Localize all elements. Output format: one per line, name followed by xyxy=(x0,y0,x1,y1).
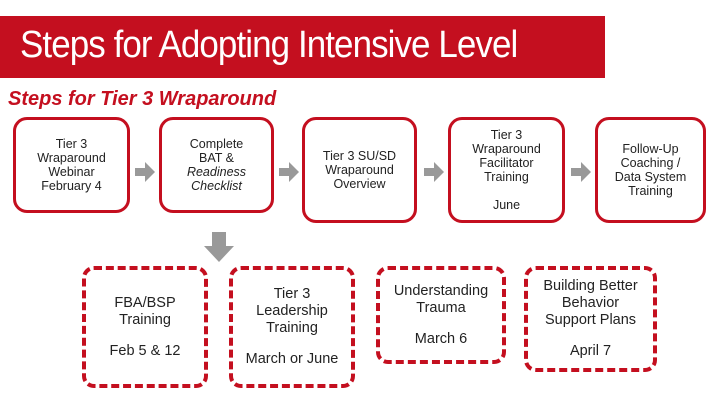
arrow-right-icon xyxy=(279,162,299,182)
box-text: Leadership xyxy=(256,303,328,319)
box-text: Support Plans xyxy=(544,312,637,328)
step-box-follow-up-coaching: Follow-Up Coaching / Data System Trainin… xyxy=(595,117,706,223)
box-text: February 4 xyxy=(41,179,102,193)
step-box-bat-checklist: Complete BAT & Readiness Checklist xyxy=(159,117,274,213)
box-text: Wraparound xyxy=(37,151,106,165)
box-date: March 6 xyxy=(414,330,468,347)
box-text: Tier 3 xyxy=(55,137,88,151)
box-text: Follow-Up xyxy=(622,142,679,156)
training-box-behavior-support: Building Better Behavior Support Plans A… xyxy=(524,266,657,372)
box-text: Coaching / xyxy=(620,156,681,170)
arrow-down-icon xyxy=(204,232,234,262)
box-text: Wraparound xyxy=(472,142,541,156)
training-box-fba-bsp: FBA/BSP Training Feb 5 & 12 xyxy=(82,266,208,388)
box-text: Training xyxy=(628,184,673,198)
step-box-webinar: Tier 3 Wraparound Webinar February 4 xyxy=(13,117,130,213)
box-text: Behavior xyxy=(561,295,620,311)
box-text: Training xyxy=(484,170,529,184)
training-box-trauma: Understanding Trauma March 6 xyxy=(376,266,506,364)
step-box-facilitator-training: Tier 3 Wraparound Facilitator Training J… xyxy=(448,117,565,223)
box-text: Wraparound xyxy=(325,163,394,177)
page-title: Steps for Adopting Intensive Level xyxy=(20,24,518,66)
box-text: Training xyxy=(266,320,318,336)
arrow-right-icon xyxy=(135,162,155,182)
box-text: Readiness xyxy=(186,165,247,179)
box-date: March or June xyxy=(245,351,339,367)
box-text: Data System xyxy=(614,170,687,184)
box-text: Training xyxy=(119,311,171,328)
box-text: Tier 3 xyxy=(490,128,523,142)
training-box-leadership: Tier 3 Leadership Training March or June xyxy=(229,266,355,388)
box-text: Complete xyxy=(189,137,244,151)
box-text: BAT & xyxy=(199,151,234,165)
box-text: Facilitator xyxy=(479,156,534,170)
box-text: Webinar xyxy=(48,165,95,179)
box-date: Feb 5 & 12 xyxy=(109,342,181,359)
box-text: Tier 3 SU/SD xyxy=(322,149,397,163)
arrow-right-icon xyxy=(424,162,444,182)
page-subtitle: Steps for Tier 3 Wraparound xyxy=(8,88,277,110)
title-bar xyxy=(0,16,605,78)
box-text: Checklist xyxy=(191,179,242,193)
arrow-right-icon xyxy=(571,162,591,182)
box-text: Building Better xyxy=(543,278,638,294)
box-date: April 7 xyxy=(569,343,612,359)
box-text: Understanding xyxy=(393,282,489,299)
box-text: Tier 3 xyxy=(273,286,311,302)
box-text: Overview xyxy=(333,177,386,191)
box-text: Trauma xyxy=(416,299,466,316)
box-text: FBA/BSP xyxy=(114,294,176,311)
box-date: June xyxy=(492,198,521,212)
step-box-su-sd-overview: Tier 3 SU/SD Wraparound Overview xyxy=(302,117,417,223)
